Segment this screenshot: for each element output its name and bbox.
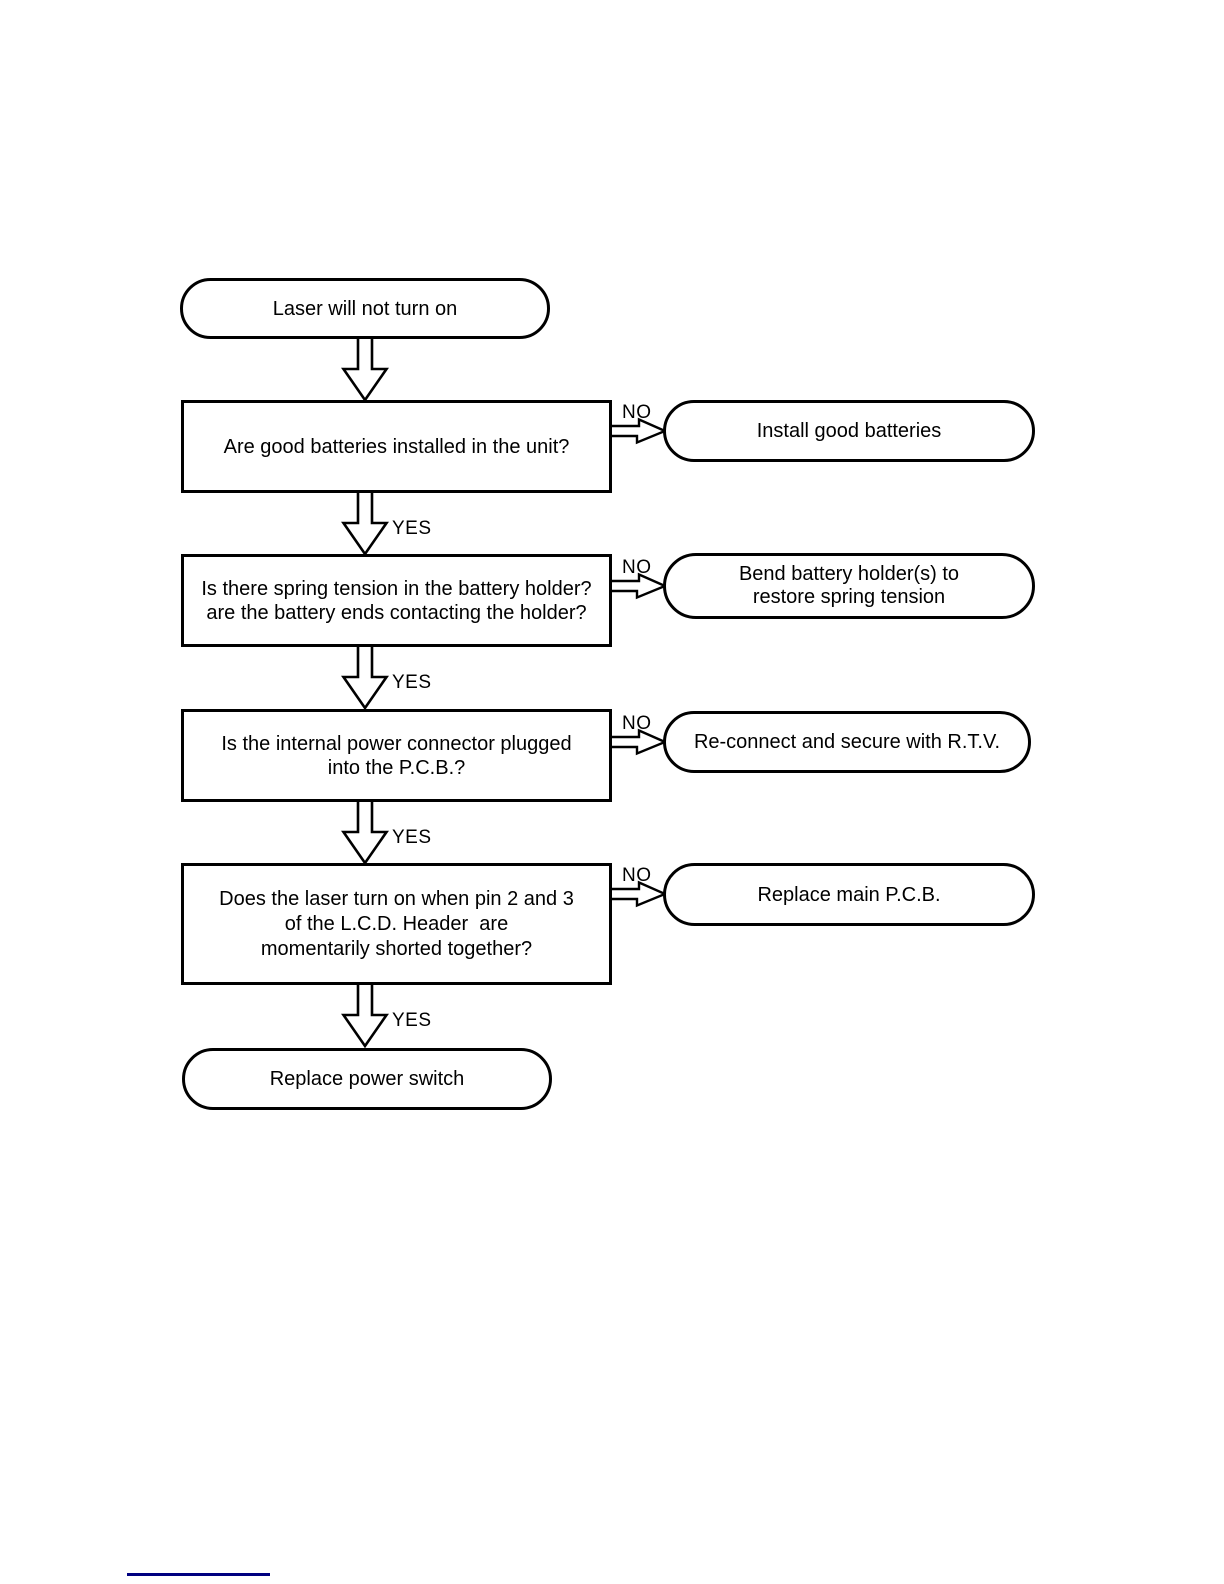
- question-box-1: Are good batteries installed in the unit…: [181, 400, 612, 493]
- no-arrow-icon: [612, 417, 669, 445]
- question-text: of the L.C.D. Header are: [284, 912, 509, 935]
- action-text: Install good batteries: [756, 420, 942, 442]
- down-arrow-icon: [341, 802, 389, 866]
- question-box-2: Is there spring tension in the battery h…: [181, 554, 612, 647]
- yes-label: YES: [392, 827, 432, 848]
- no-label: NO: [622, 557, 652, 578]
- action-text: Re-connect and secure with R.T.V.: [693, 731, 1001, 753]
- action-text: Bend battery holder(s) to: [738, 563, 960, 585]
- question-text: Is the internal power connector plugged: [221, 732, 572, 755]
- question-text: Are good batteries installed in the unit…: [223, 435, 570, 458]
- page-rule: [127, 1573, 270, 1576]
- no-label: NO: [622, 865, 652, 886]
- end-label: Replace power switch: [269, 1068, 465, 1090]
- yes-label: YES: [392, 1010, 432, 1031]
- no-arrow-icon: [612, 728, 669, 756]
- no-arrow-icon: [612, 880, 669, 908]
- down-arrow-icon: [341, 647, 389, 711]
- start-terminator: Laser will not turn on: [180, 278, 550, 339]
- question-text: momentarily shorted together?: [260, 937, 533, 960]
- question-text: into the P.C.B.?: [327, 756, 466, 779]
- question-text: Does the laser turn on when pin 2 and 3: [219, 887, 574, 910]
- action-oval-3: Re-connect and secure with R.T.V.: [663, 711, 1031, 773]
- question-text: Is there spring tension in the battery h…: [201, 577, 592, 600]
- down-arrow-icon: [341, 493, 389, 557]
- action-oval-4: Replace main P.C.B.: [663, 863, 1035, 926]
- action-oval-1: Install good batteries: [663, 400, 1035, 462]
- action-oval-2: Bend battery holder(s) to restore spring…: [663, 553, 1035, 619]
- start-label: Laser will not turn on: [272, 297, 458, 320]
- no-label: NO: [622, 713, 652, 734]
- yes-label: YES: [392, 518, 432, 539]
- down-arrow-icon: [341, 985, 389, 1049]
- question-box-4: Does the laser turn on when pin 2 and 3 …: [181, 863, 612, 985]
- action-text: restore spring tension: [752, 586, 946, 608]
- question-box-3: Is the internal power connector plugged …: [181, 709, 612, 802]
- down-arrow-icon: [341, 339, 389, 403]
- no-label: NO: [622, 402, 652, 423]
- yes-label: YES: [392, 672, 432, 693]
- end-terminator: Replace power switch: [182, 1048, 552, 1110]
- action-text: Replace main P.C.B.: [757, 883, 941, 906]
- question-text: are the battery ends contacting the hold…: [206, 601, 587, 624]
- no-arrow-icon: [612, 572, 669, 600]
